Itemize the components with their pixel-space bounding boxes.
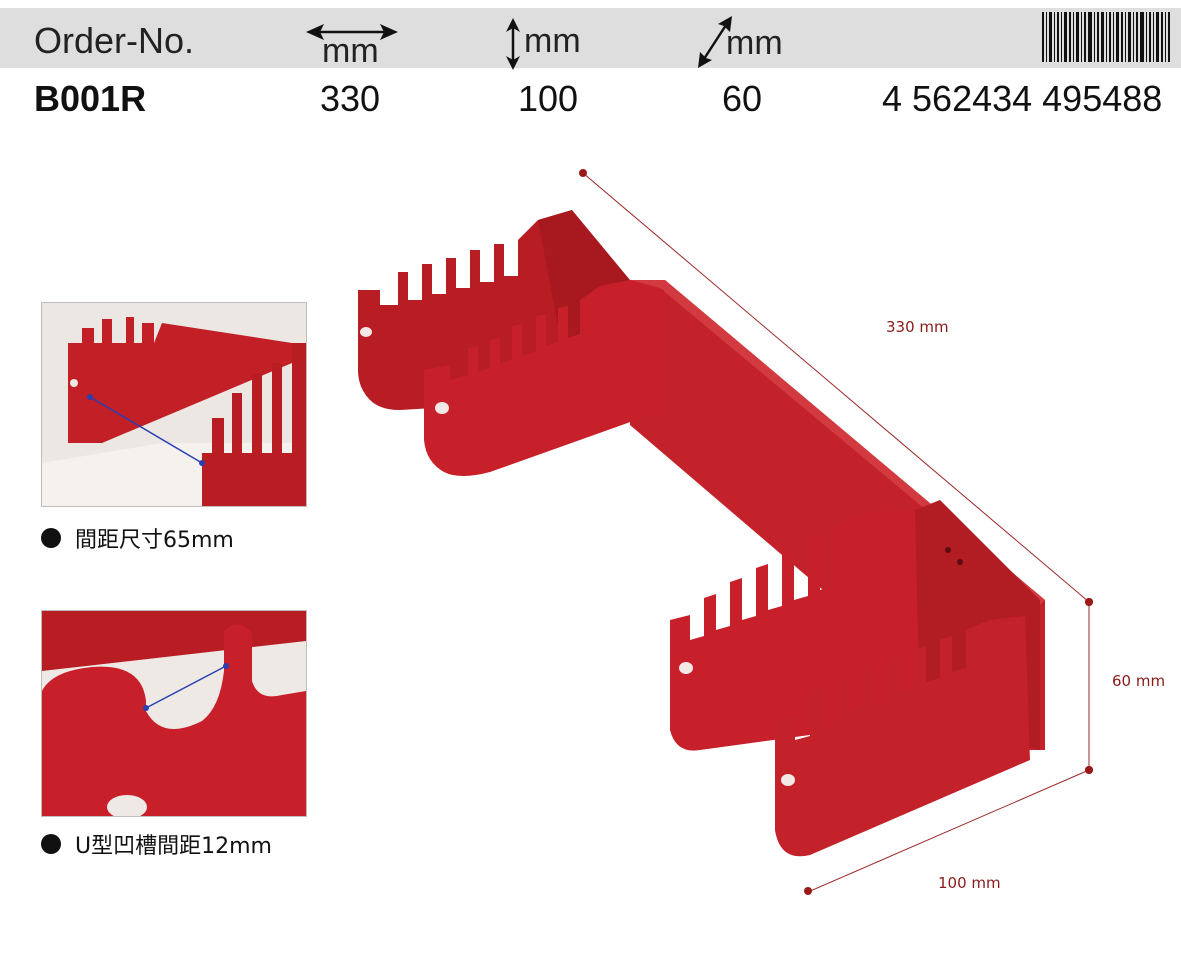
dimension-line-length xyxy=(579,169,1093,606)
caption-text: U型凹槽間距12mm xyxy=(75,834,272,859)
detail-image-spacing xyxy=(41,302,307,507)
depth-dimension-label: 100 mm xyxy=(938,874,1001,892)
length-unit: mm xyxy=(322,32,379,70)
height-value: 100 xyxy=(518,78,579,119)
horizontal-double-arrow-icon xyxy=(306,24,398,40)
detail-caption-slot: U型凹槽間距12mm xyxy=(41,828,272,860)
caption-text: 間距尺寸65mm xyxy=(75,528,234,553)
detail-caption-spacing: 間距尺寸65mm xyxy=(41,522,234,554)
barcode-number: 4 562434 495488 xyxy=(882,78,1163,119)
depth-unit: mm xyxy=(726,24,783,62)
header-band xyxy=(0,8,1181,68)
length-value: 330 xyxy=(320,78,381,119)
bullet-icon xyxy=(41,528,61,548)
depth-value: 60 xyxy=(722,78,763,119)
length-dimension-label: 330 mm xyxy=(886,318,949,336)
product-illustration xyxy=(358,210,1045,857)
detail-image-slot xyxy=(41,610,307,817)
dimension-line-depth xyxy=(804,766,1093,895)
bullet-icon xyxy=(41,834,61,854)
diagonal-double-arrow-icon xyxy=(698,16,732,68)
height-dimension-label: 60 mm xyxy=(1112,672,1166,690)
order-no-label: Order-No. xyxy=(34,20,195,61)
barcode-icon xyxy=(1042,12,1170,62)
height-unit: mm xyxy=(524,22,581,60)
vertical-double-arrow-icon xyxy=(506,18,520,70)
order-number-value: B001R xyxy=(34,78,147,119)
dimension-line-height xyxy=(1085,598,1093,774)
